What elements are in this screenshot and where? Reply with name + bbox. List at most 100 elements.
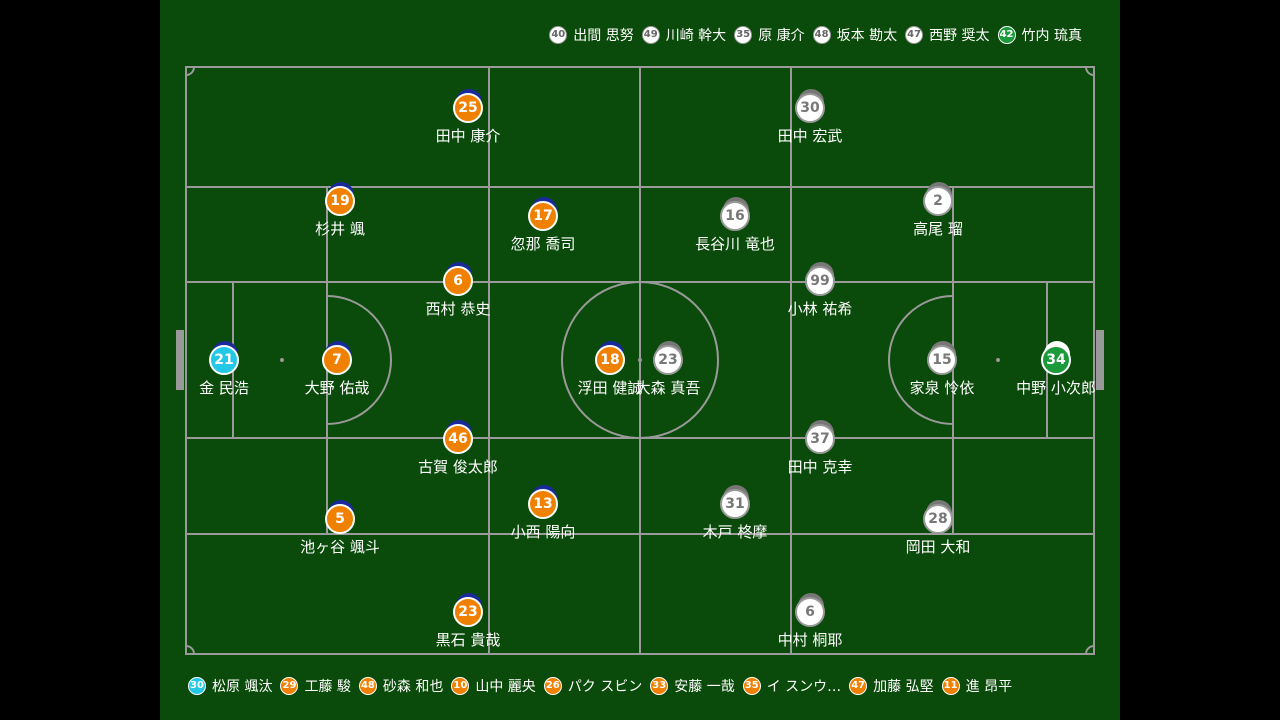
player-name: 浮田 健誠 xyxy=(577,379,643,397)
player-marker: 13 xyxy=(528,485,558,519)
player-number: 37 xyxy=(805,424,835,454)
player-number: 17 xyxy=(528,201,558,231)
away-player[interactable]: 15 家泉 怜依 xyxy=(867,341,1017,398)
away-player[interactable]: 28 岡田 大和 xyxy=(863,500,1013,557)
player-name: 岡田 大和 xyxy=(905,538,971,556)
player-marker: 6 xyxy=(443,262,473,296)
player-name: 高尾 瑠 xyxy=(913,220,963,238)
bench-name: 出間 思努 xyxy=(573,28,634,44)
bench-name: 松原 颯汰 xyxy=(212,679,273,695)
home-player[interactable]: 7 大野 佑哉 xyxy=(262,341,412,398)
away-player[interactable]: 99 小林 祐希 xyxy=(745,262,895,319)
player-marker: 6 xyxy=(795,593,825,627)
player-marker: 99 xyxy=(805,262,835,296)
home-penalty-arc xyxy=(326,295,392,425)
corner-arc xyxy=(1085,66,1095,76)
home-player[interactable]: 18 浮田 健誠 xyxy=(535,341,685,398)
home-player[interactable]: 5 池ヶ谷 颯斗 xyxy=(265,500,415,557)
player-number: 15 xyxy=(927,345,957,375)
away-player[interactable]: 37 田中 克幸 xyxy=(745,420,895,477)
player-name: 田中 克幸 xyxy=(787,458,853,476)
player-marker: 21 xyxy=(209,341,239,375)
bench-name: パク スビン xyxy=(567,679,643,695)
home-player[interactable]: 19 杉井 颯 xyxy=(265,182,415,239)
bench-name: 山中 麗央 xyxy=(475,679,536,695)
player-name: 小林 祐希 xyxy=(787,300,853,318)
home-goal xyxy=(176,330,184,390)
player-name: 大森 真吾 xyxy=(635,379,701,397)
bench-number: 47 xyxy=(849,677,868,695)
away-player[interactable]: 23 大森 真吾 xyxy=(593,341,743,398)
player-number: 23 xyxy=(453,597,483,627)
bench-name: 安藤 一哉 xyxy=(674,679,735,695)
player-name: 大野 佑哉 xyxy=(304,379,370,397)
player-marker: 18 xyxy=(595,341,625,375)
bench-number: 30 xyxy=(188,677,206,695)
bench-number: 47 xyxy=(905,26,924,44)
player-number: 5 xyxy=(325,504,355,534)
bench-name: イ スンウ… xyxy=(766,679,842,695)
player-number: 13 xyxy=(528,489,558,519)
player-name: 小西 陽向 xyxy=(510,523,576,541)
bench-name: 川崎 幹大 xyxy=(665,28,727,44)
player-number: 23 xyxy=(653,345,683,375)
player-number: 6 xyxy=(795,597,825,627)
player-number: 16 xyxy=(720,201,750,231)
player-number: 6 xyxy=(443,266,473,296)
player-marker: 31 xyxy=(720,485,750,519)
bench-name: 坂本 勘太 xyxy=(836,28,898,44)
player-number: 34 xyxy=(1041,345,1071,375)
player-number: 30 xyxy=(795,93,825,123)
player-number: 19 xyxy=(325,186,355,216)
player-name: 古賀 俊太郎 xyxy=(418,458,498,476)
home-bench-player[interactable]: 30 松原 颯汰 xyxy=(188,676,272,696)
bench-name: 砂森 和也 xyxy=(382,679,444,695)
player-marker: 15 xyxy=(927,341,957,375)
player-name: 杉井 颯 xyxy=(315,220,365,238)
player-marker: 23 xyxy=(653,341,683,375)
away-bench-player[interactable]: 49 川崎 幹大 xyxy=(641,25,727,45)
bench-name: 原 康介 xyxy=(758,28,805,44)
player-name: 池ヶ谷 颯斗 xyxy=(300,538,380,556)
player-name: 長谷川 竜也 xyxy=(695,235,775,253)
bench-name: 工藤 駿 xyxy=(304,679,351,695)
player-marker: 23 xyxy=(453,593,483,627)
corner-arc xyxy=(185,645,195,655)
player-marker: 5 xyxy=(325,500,355,534)
bench-number: 49 xyxy=(641,26,660,44)
player-number: 99 xyxy=(805,266,835,296)
player-number: 25 xyxy=(453,93,483,123)
player-marker: 7 xyxy=(322,341,352,375)
home-player[interactable]: 13 小西 陽向 xyxy=(468,485,618,542)
away-player[interactable]: 16 長谷川 竜也 xyxy=(660,197,810,254)
player-number: 7 xyxy=(322,345,352,375)
player-name: 家泉 怜依 xyxy=(909,379,975,397)
player-marker: 28 xyxy=(923,500,953,534)
